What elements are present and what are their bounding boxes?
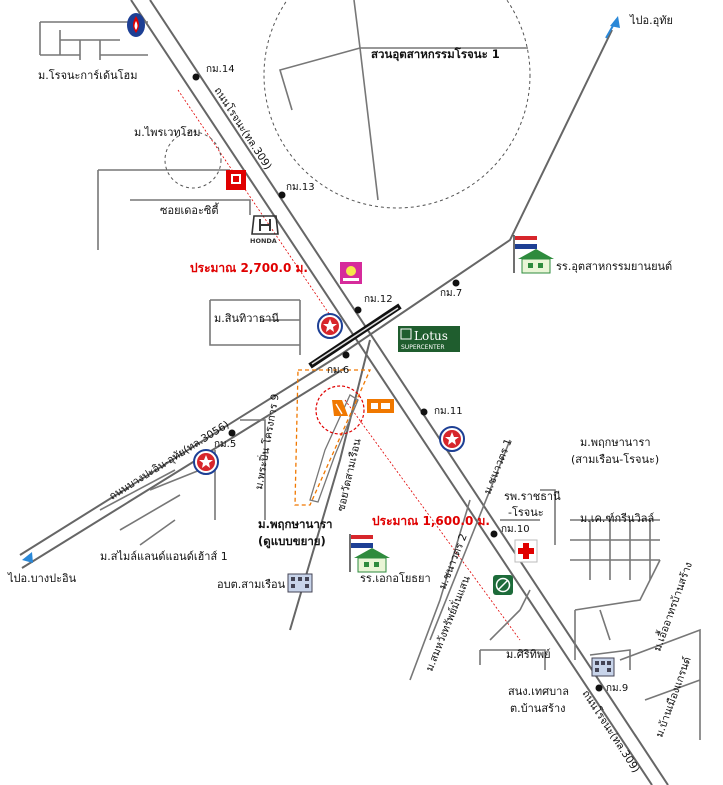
sirithip-label: ม.ศิริทิพย์ bbox=[506, 648, 551, 661]
pruksa-logo-icon bbox=[367, 399, 394, 413]
railway-bridge-inner bbox=[311, 307, 399, 365]
municipal-label-2: ต.บ้านสร้าง bbox=[510, 702, 566, 715]
ptt-station-icon bbox=[127, 13, 145, 37]
pruksa-ext-label: (ดูแบบขยาย) bbox=[258, 534, 326, 549]
pruksa-project-area bbox=[294, 369, 372, 506]
soi-city-label: ซอยเดอะซิตี้ bbox=[160, 202, 220, 217]
km7-label: กม.7 bbox=[440, 288, 462, 299]
soi-ua-label: ม.เอื้ออาทรบ้านสร้าง bbox=[650, 560, 695, 653]
km-dot bbox=[490, 530, 498, 538]
bank-icon bbox=[493, 575, 513, 595]
km12-label: กม.12 bbox=[364, 294, 393, 305]
right-roads-1 bbox=[500, 489, 556, 545]
km-dot bbox=[595, 684, 603, 692]
office-building-icon bbox=[287, 573, 313, 593]
distance-north-label: ประมาณ 2,700.0 ม. bbox=[190, 261, 308, 275]
lotus-logo-icon: Lotus SUPERCENTER bbox=[398, 326, 460, 352]
rojana-road bbox=[130, 0, 653, 785]
lotus-name: Lotus bbox=[414, 329, 448, 343]
ua-road bbox=[574, 559, 661, 660]
ekoc-school-label: รร.เอกอโยธยา bbox=[360, 571, 431, 585]
sinthawee-roads bbox=[209, 299, 301, 355]
park-road bbox=[278, 0, 528, 201]
caltex-station-icon bbox=[317, 313, 343, 339]
pruksa-right-label-1: ม.พฤกษานารา bbox=[580, 436, 651, 449]
km10-label: กม.10 bbox=[501, 524, 530, 535]
km11-label: กม.11 bbox=[434, 406, 463, 417]
sirithip-roads bbox=[479, 589, 546, 670]
km-dot bbox=[228, 429, 236, 437]
municipal-roads bbox=[589, 649, 631, 670]
km-dot bbox=[342, 351, 350, 359]
lotus-sub: SUPERCENTER bbox=[401, 344, 445, 351]
rojana-garden-label: ม.โรจนะการ์เด้นโฮม bbox=[38, 68, 137, 82]
mitsubishi-icon bbox=[226, 170, 246, 190]
rojana-road-edge bbox=[149, 0, 669, 785]
school-flag-icon bbox=[349, 534, 390, 573]
direction-arrow-icon bbox=[22, 552, 33, 563]
distance-line-north bbox=[177, 89, 341, 331]
pruksa-right-label-2: (สามเรือน-โรจนะ) bbox=[571, 452, 659, 466]
distance-line-south bbox=[344, 399, 521, 641]
distance-south-label: ประมาณ 1,600.0 ม. bbox=[372, 514, 490, 528]
smile-land-label: ม.สไมล์แลนด์แอนด์เฮ้าส์ 1 bbox=[100, 550, 228, 563]
km5-label: กม.5 bbox=[214, 439, 236, 450]
praiwet-circle bbox=[164, 131, 222, 189]
km-dot bbox=[452, 279, 460, 287]
park-label: สวนอุตสาหกรรมโรจนะ 1 bbox=[371, 46, 500, 62]
smile-land-roads bbox=[99, 469, 201, 546]
banmueang-road bbox=[619, 628, 701, 740]
industrial-school-label: รร.อุตสาหกรรมยานยนต์ bbox=[556, 260, 672, 273]
kgreen-label: ม.เค.ฑ์กรีนวิลล์ bbox=[580, 512, 654, 525]
to-bangpain-arrow: ไปอ.บางปะอิน bbox=[7, 552, 77, 585]
honda-text: HONDA bbox=[250, 237, 277, 245]
sinthawee-label: ม.สินทิวาธานี bbox=[214, 312, 279, 325]
km-dot bbox=[354, 306, 362, 314]
caltex-station-icon bbox=[439, 426, 465, 452]
hospital-label-1: รพ.ราชธานี bbox=[504, 490, 561, 503]
km-dot bbox=[278, 191, 286, 199]
industrial-park-boundary bbox=[263, 0, 531, 209]
rojana-garden-roads bbox=[39, 21, 148, 60]
direction-arrow-icon bbox=[610, 16, 620, 28]
praiwet-roads bbox=[97, 169, 251, 250]
km-dot bbox=[192, 73, 200, 81]
km9-label: กม.9 bbox=[606, 683, 628, 694]
kgreen-roads bbox=[570, 519, 660, 580]
km13-label: กม.13 bbox=[286, 182, 315, 193]
hospital-cross-icon bbox=[514, 539, 538, 563]
obt-label: อบต.สามเรือน bbox=[217, 578, 286, 591]
km14-label: กม.14 bbox=[206, 64, 235, 75]
km-markers: กม.14 กม.13 กม.12 กม.7 กม.6 กม.11 กม.5 ก… bbox=[192, 64, 628, 694]
honda-logo-icon: HONDA bbox=[250, 215, 279, 245]
to-uthai-arrow: ไปอ.อุทัย bbox=[605, 14, 673, 39]
praiwet-label: ม.ไพรเวทโฮม bbox=[134, 125, 201, 139]
school-flag-icon bbox=[513, 235, 554, 274]
bangpain-road-edge bbox=[21, 367, 346, 569]
office-building-icon bbox=[591, 657, 615, 677]
caltex-station-icon bbox=[193, 449, 219, 475]
chanawat2-road bbox=[409, 499, 471, 681]
chanawat-road bbox=[429, 439, 511, 641]
soi-banmueang-label: ม.บ้านเมืองแกรนด์ bbox=[653, 655, 694, 739]
hospital-label-2: -โรจนะ bbox=[508, 505, 544, 519]
shop-icon bbox=[340, 262, 362, 284]
km6-label: กม.6 bbox=[327, 365, 349, 376]
to-bangpain-label: ไปอ.บางปะอิน bbox=[7, 572, 77, 585]
soi-samruean-label: ซอยวัดสามเรือน bbox=[334, 437, 363, 512]
bangpain-road bbox=[19, 29, 613, 556]
pruksa-pin-icon bbox=[332, 400, 348, 416]
pruksa-internal-road bbox=[309, 394, 359, 503]
soi-chanawat-label: ม.ชนาวตร 1 bbox=[482, 437, 515, 496]
to-uthai-label: ไปอ.อุทัย bbox=[629, 14, 673, 27]
pruksa-red-circle bbox=[315, 385, 365, 435]
km-dot bbox=[420, 408, 428, 416]
municipal-label-1: สนง.เทศบาล bbox=[508, 685, 569, 698]
pruksa-main-label: ม.พฤกษานารา bbox=[258, 517, 332, 531]
